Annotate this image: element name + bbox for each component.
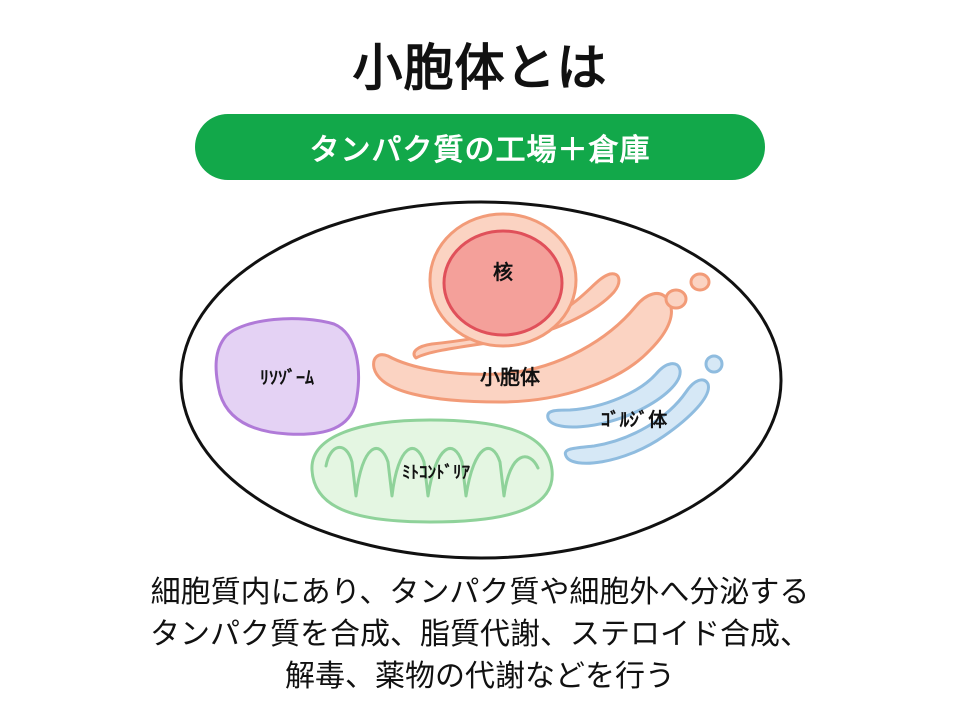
nucleus bbox=[428, 212, 578, 348]
description-line-1: 細胞質内にあり、タンパク質や細胞外へ分泌する bbox=[150, 575, 810, 610]
label-golgi: ｺﾞﾙｼﾞ体 bbox=[601, 408, 669, 431]
description: 細胞質内にあり、タンパク質や細胞外へ分泌する タンパク質を合成、脂質代謝、ステロ… bbox=[0, 572, 960, 698]
er-vesicle-2 bbox=[689, 272, 711, 292]
label-er: 小胞体 bbox=[480, 365, 541, 389]
er-outer-band bbox=[372, 291, 673, 404]
er-vesicle-1 bbox=[664, 288, 688, 310]
page-title: 小胞体とは bbox=[352, 39, 608, 97]
mito-cristae bbox=[324, 446, 540, 498]
golgi-cisterna-2 bbox=[563, 378, 710, 465]
golgi-cisterna-1 bbox=[546, 362, 682, 429]
label-nucleus: 核 bbox=[493, 260, 513, 284]
description-line-3: 解毒、薬物の代謝などを行う bbox=[285, 659, 675, 694]
golgi-body bbox=[546, 354, 724, 465]
lysosome bbox=[214, 317, 360, 436]
mitochondria bbox=[310, 418, 554, 524]
label-lysosome: ﾘｿｿﾞｰﾑ bbox=[260, 367, 314, 389]
label-mitochondria: ﾐﾄｺﾝﾄﾞﾘｱ bbox=[402, 462, 470, 483]
golgi-vesicle bbox=[704, 354, 724, 374]
nucleus-core bbox=[442, 229, 564, 337]
banner: タンパク質の工場＋倉庫 bbox=[195, 114, 765, 180]
description-line-2: タンパク質を合成、脂質代謝、ステロイド合成、 bbox=[150, 617, 810, 652]
banner-text: タンパク質の工場＋倉庫 bbox=[309, 133, 651, 168]
